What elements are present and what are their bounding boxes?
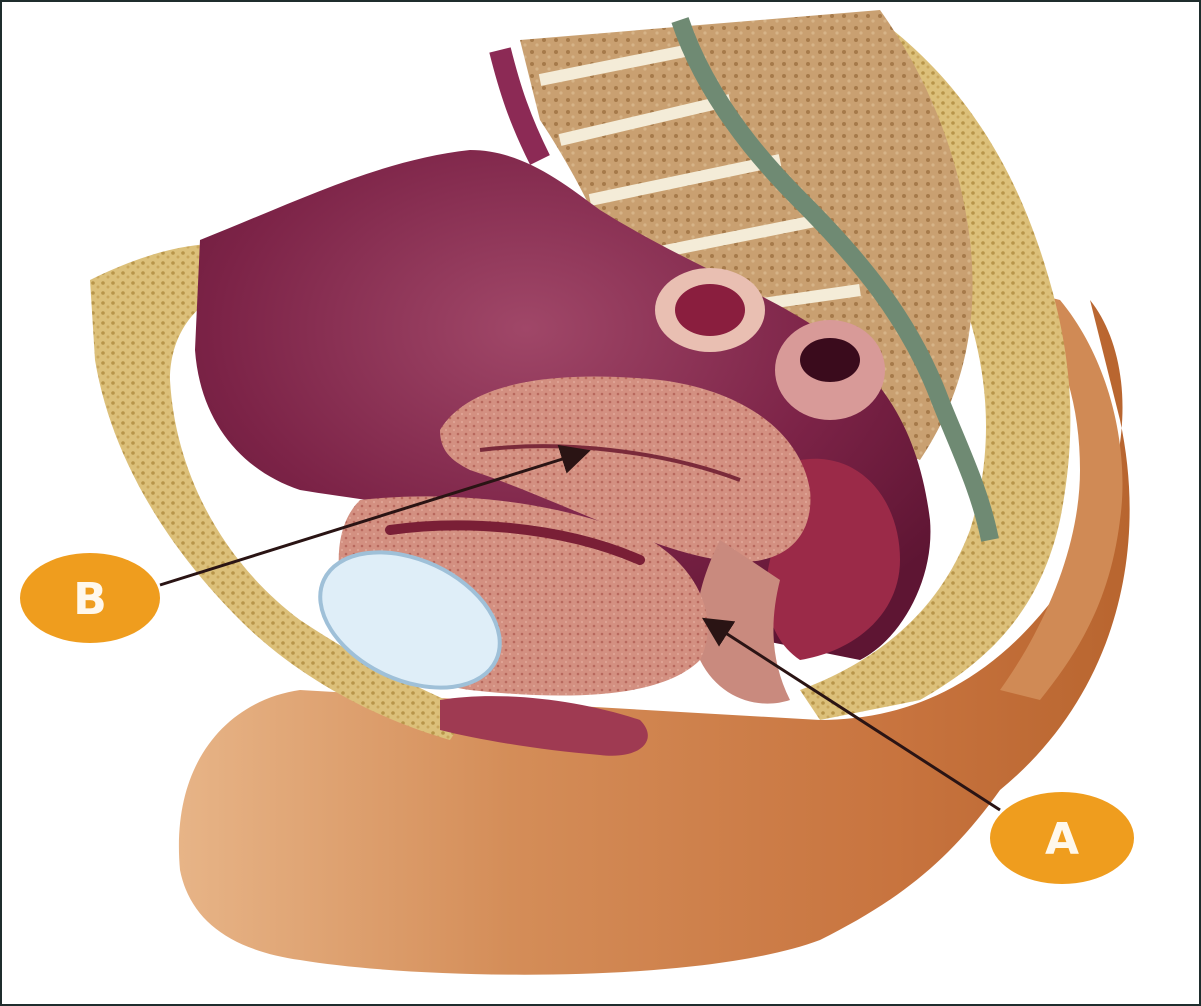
label-badge-a: A	[990, 792, 1134, 884]
label-b-text: B	[73, 574, 107, 625]
label-badge-b: B	[20, 553, 160, 643]
label-a-text: A	[1045, 814, 1079, 865]
